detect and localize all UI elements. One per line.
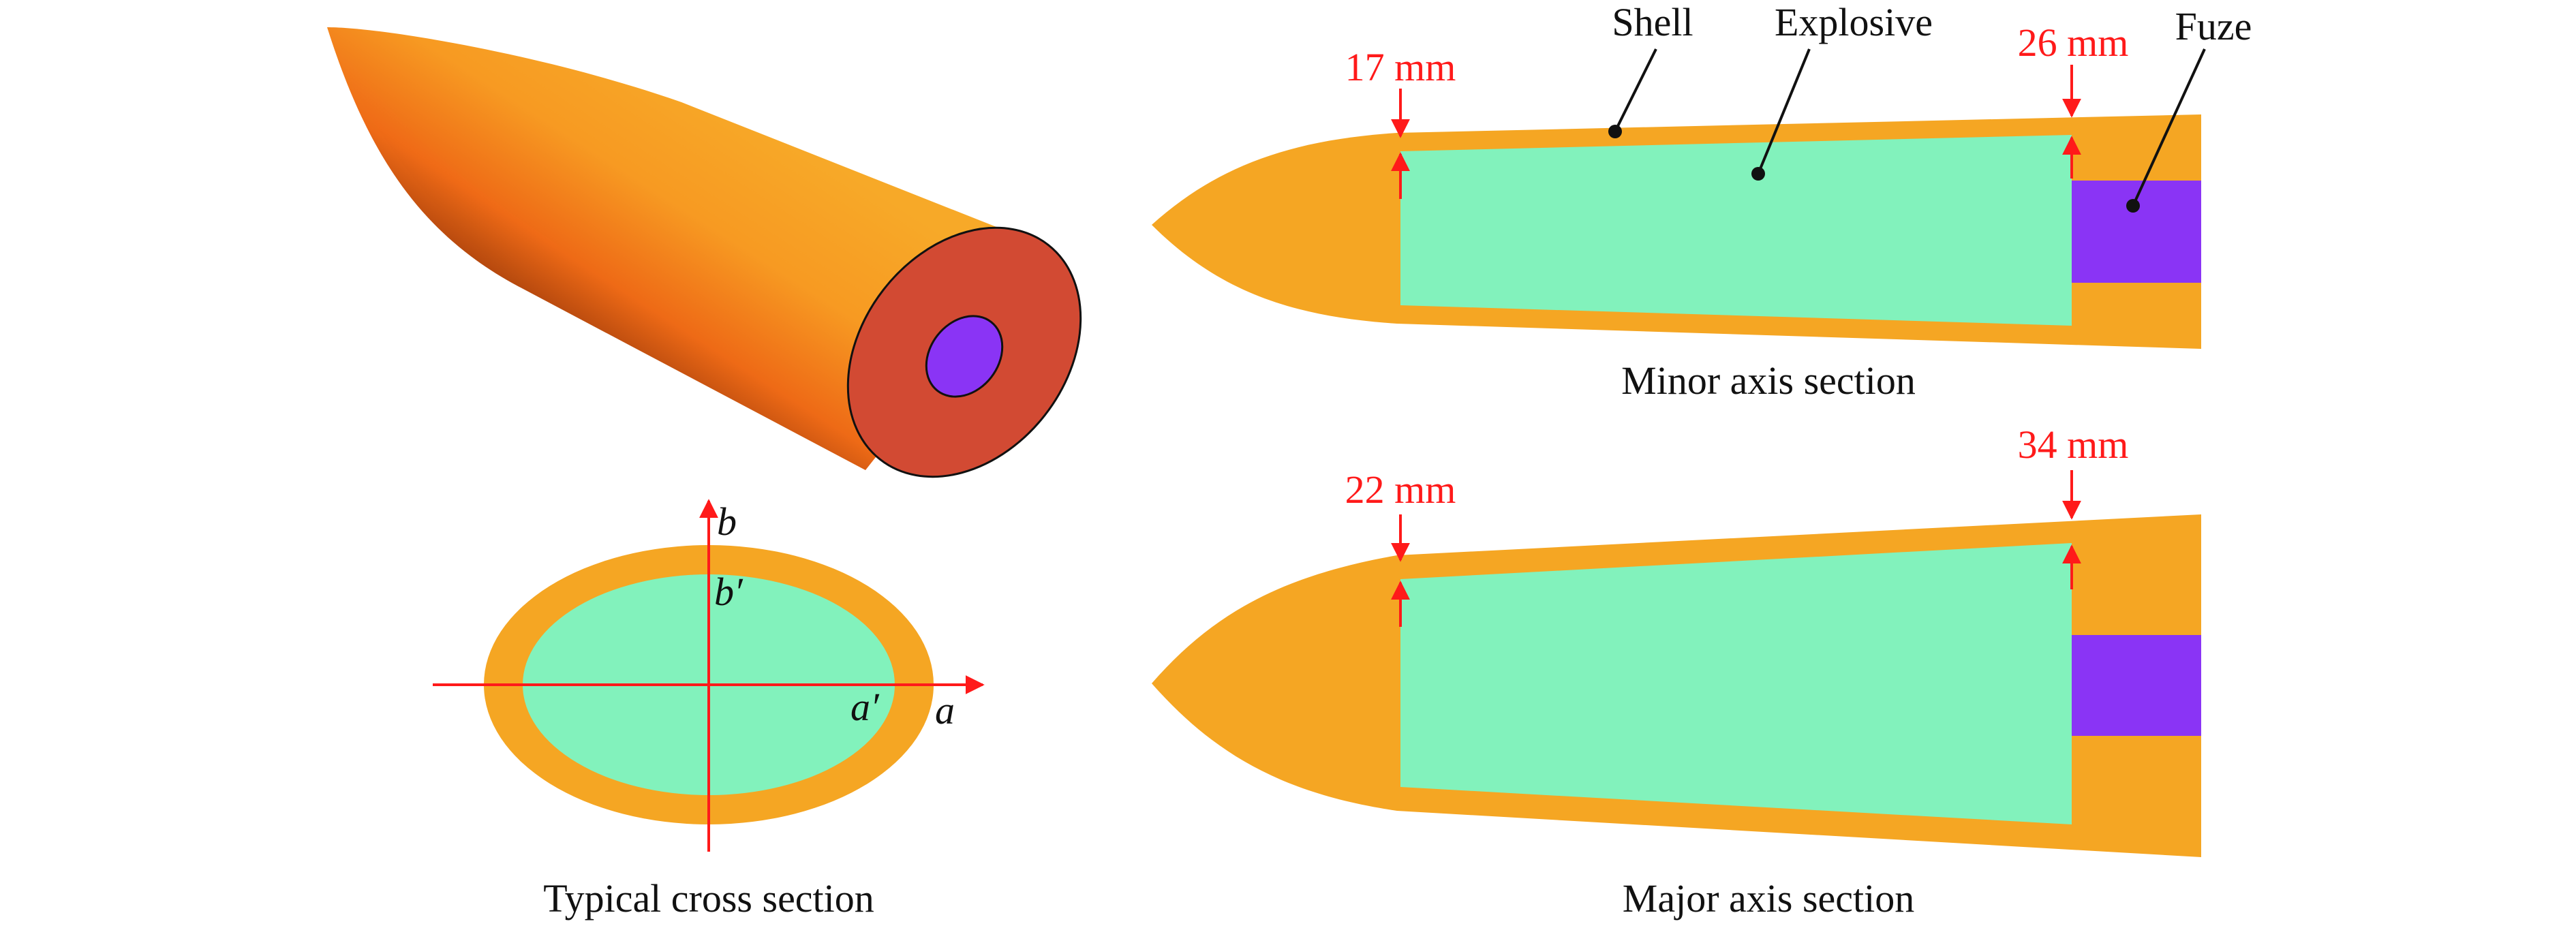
fuze-leader-dot [2126, 199, 2140, 213]
label-explosive: Explosive [1775, 0, 1933, 44]
major-fuze [2072, 635, 2201, 736]
major-axis-section-view: 22 mm 34 mm [1152, 422, 2201, 857]
dim-minor-rear: 26 mm [2018, 20, 2129, 65]
caption-major-axis-section: Major axis section [1623, 876, 1914, 921]
major-explosive [1400, 543, 2072, 824]
minor-explosive [1400, 135, 2072, 326]
dim-minor-front: 17 mm [1345, 45, 1456, 89]
minor-axis-section-view: 17 mm 26 mm Shell Explosive Fuze [1152, 0, 2252, 349]
axis-label-a: a [935, 688, 955, 732]
dim-major-rear: 34 mm [2018, 422, 2129, 467]
axis-label-a-prime: a′ [850, 685, 880, 729]
axis-label-b-prime: b′ [714, 570, 743, 614]
fuze-leader [2132, 48, 2206, 206]
shell-leader-dot [1608, 125, 1622, 138]
axis-label-b: b [717, 499, 737, 544]
dim-major-front: 22 mm [1345, 467, 1456, 512]
projectile-3d-view [327, 27, 1082, 478]
explosive-leader [1757, 48, 1811, 174]
cross-section-view: b b′ a′ a [433, 499, 985, 852]
label-shell: Shell [1612, 0, 1693, 44]
caption-minor-axis-section: Minor axis section [1621, 358, 1916, 403]
shell-leader [1614, 48, 1657, 132]
label-fuze: Fuze [2175, 4, 2252, 48]
projectile-nose-shading [327, 27, 559, 286]
projectile-fuze-face [925, 315, 1004, 398]
explosive-leader-dot [1751, 167, 1765, 181]
caption-cross-section: Typical cross section [543, 876, 874, 921]
